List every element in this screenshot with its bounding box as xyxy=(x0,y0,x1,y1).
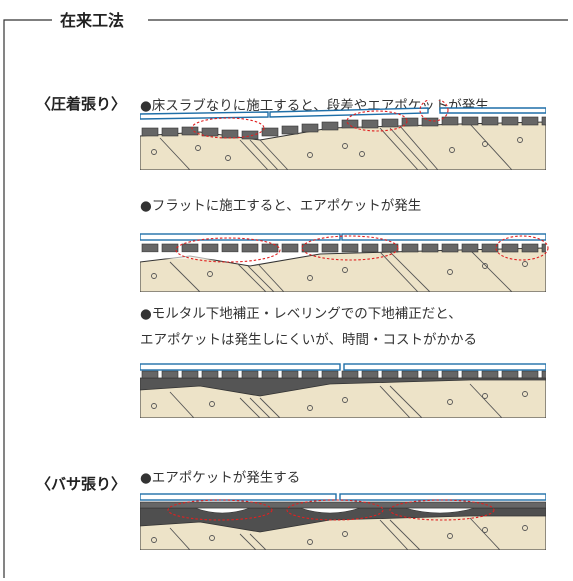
floor-panel-mid xyxy=(269,107,429,118)
case-caption-3b: エアポケットは発生しにくいが、時間・コストがかかる xyxy=(140,332,477,348)
air-pocket-markers xyxy=(175,235,549,263)
frame-line xyxy=(3,19,568,578)
diagram-basa-bari xyxy=(140,493,546,550)
floor-panel-left xyxy=(140,493,337,501)
case-caption-3a: ●モルタル下地補正・レベリングでの下地補正だと、 xyxy=(140,306,462,322)
hatch xyxy=(169,249,513,292)
diagram-flat xyxy=(140,233,549,292)
section-title: 在来工法 xyxy=(56,7,129,31)
hatch xyxy=(159,123,513,170)
tile-layer xyxy=(140,501,546,509)
tile-row xyxy=(141,370,546,379)
air-pocket-markers xyxy=(191,100,449,139)
floor-panel-left xyxy=(140,363,341,371)
floor-panel-right xyxy=(343,363,546,371)
tile-row xyxy=(141,116,546,140)
floor-panel-right xyxy=(339,493,546,501)
case-caption-4: ●エアポケットが発生する xyxy=(140,470,301,486)
gravel xyxy=(151,137,523,161)
floor-panel-right xyxy=(439,107,546,114)
tile-row xyxy=(141,243,546,253)
gravel xyxy=(151,525,528,545)
case-caption-2: ●フラットに施工すると、エアポケットが発生 xyxy=(140,198,422,214)
diagram-mortar-leveling xyxy=(140,363,546,418)
air-pocket-markers xyxy=(167,499,495,521)
mortar-leveling xyxy=(140,377,546,397)
diagram-follow-slab xyxy=(140,100,546,170)
dry-mortar-bed xyxy=(140,507,546,533)
hatch xyxy=(169,383,503,418)
floor-panel-left xyxy=(140,233,341,241)
method-label-compression: 〈圧着張り〉 xyxy=(36,95,127,113)
gap-fill xyxy=(142,252,240,260)
gravel xyxy=(151,391,528,411)
gravel xyxy=(151,261,528,281)
hatch xyxy=(169,517,501,550)
floor-panel-right xyxy=(341,233,546,241)
floor-panel-left xyxy=(140,111,269,120)
subgrade xyxy=(140,121,546,170)
method-label-basa: 〈バサ張り〉 xyxy=(36,475,127,493)
